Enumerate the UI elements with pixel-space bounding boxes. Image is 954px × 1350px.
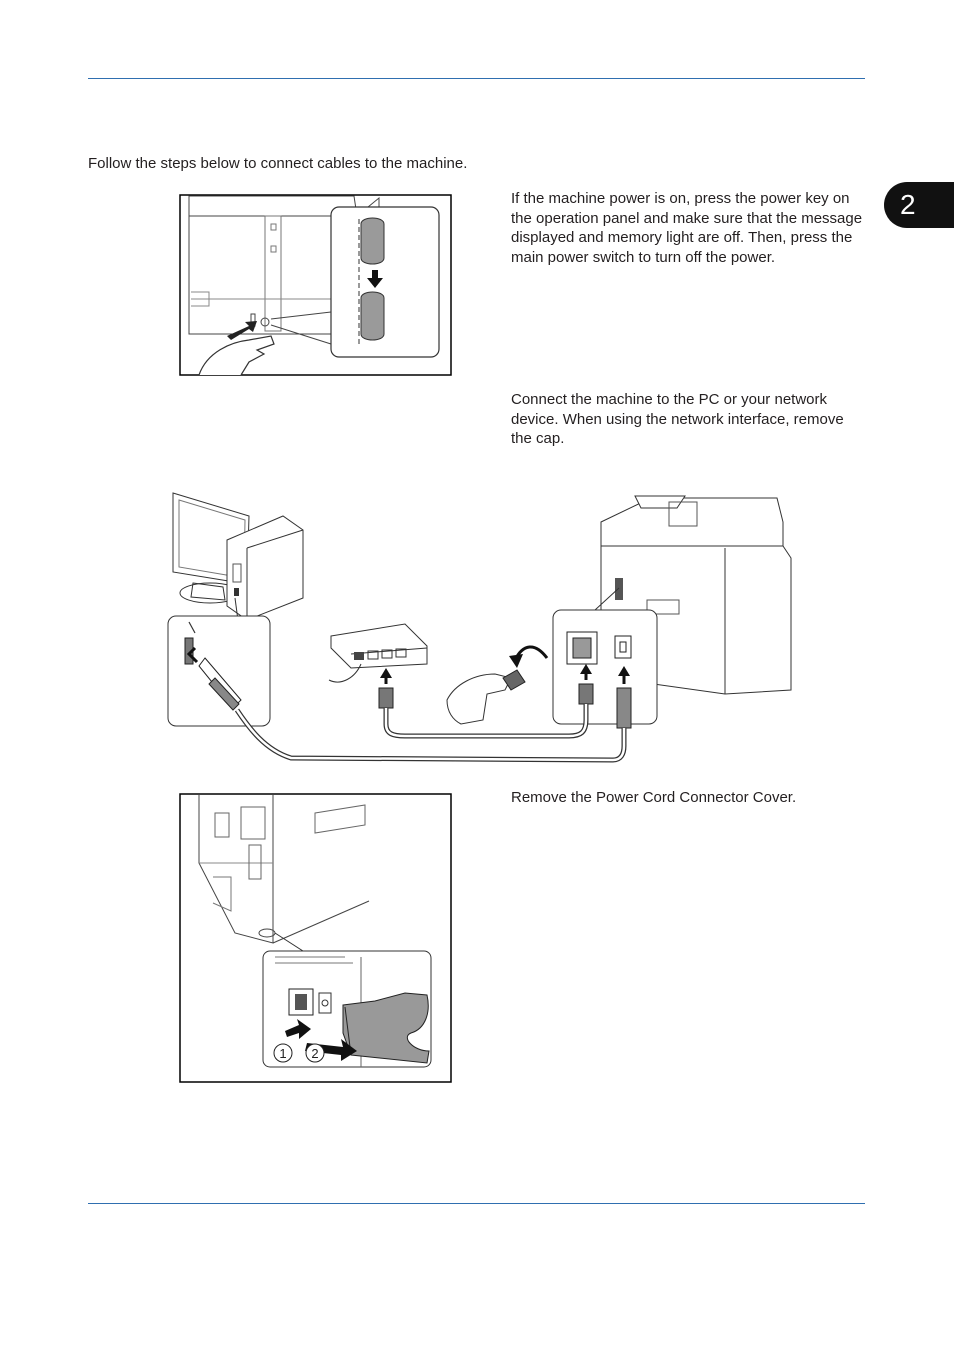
callout-number-1: 1	[279, 1046, 286, 1061]
footer-rule	[88, 1203, 865, 1204]
intro-text: Follow the steps below to connect cables…	[88, 155, 468, 172]
chapter-tab: 2	[884, 182, 954, 228]
step-3-text: Remove the Power Cord Connector Cover.	[511, 789, 797, 806]
header-rule	[88, 78, 865, 79]
connector-cover-illustration: 1 2	[179, 793, 452, 1083]
power-switch-illustration	[179, 194, 452, 376]
callout-number-2: 2	[311, 1046, 318, 1061]
step-2-text: Connect the machine to the PC or your ne…	[511, 391, 844, 447]
cable-connection-illustration	[165, 488, 795, 768]
step-1-text: If the machine power is on, press the po…	[511, 190, 863, 266]
